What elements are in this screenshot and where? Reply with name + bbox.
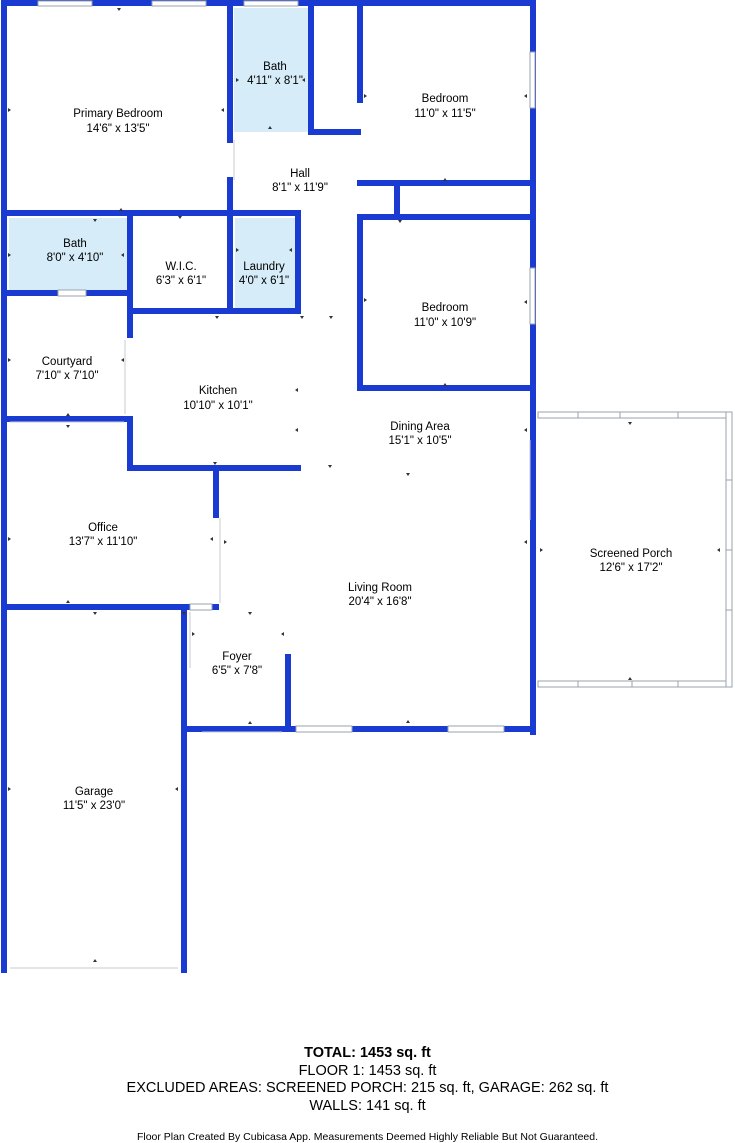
windows bbox=[37, 0, 536, 733]
room-dims: 11'0" x 11'5" bbox=[414, 108, 475, 120]
room-name: Bedroom bbox=[422, 302, 469, 314]
opening-lines bbox=[10, 140, 531, 969]
walls-area: WALLS: 141 sq. ft bbox=[309, 1097, 426, 1114]
room-name: Foyer bbox=[222, 651, 252, 663]
tick-marks bbox=[8, 8, 720, 962]
excluded-areas: EXCLUDED AREAS: SCREENED PORCH: 215 sq. … bbox=[126, 1080, 609, 1096]
room-dims: 14'6" x 13'5" bbox=[86, 123, 149, 135]
window bbox=[529, 51, 536, 109]
bath-lower-fill bbox=[9, 218, 129, 292]
bath-fills bbox=[9, 8, 308, 310]
room-labels: Primary Bedroom 14'6" x 13'5" Bath 4'11"… bbox=[35, 61, 672, 812]
room-name: Screened Porch bbox=[590, 548, 672, 560]
total-area: TOTAL: 1453 sq. ft bbox=[304, 1045, 431, 1061]
laundry-fill bbox=[235, 218, 295, 310]
room-dims: 13'7" x 11'10" bbox=[69, 536, 138, 548]
disclaimer: Floor Plan Created By Cubicasa App. Meas… bbox=[136, 1131, 599, 1143]
window bbox=[243, 0, 299, 7]
room-name: Kitchen bbox=[199, 385, 237, 397]
room-name: Dining Area bbox=[390, 421, 450, 433]
room-dims: 20'4" x 16'8" bbox=[348, 596, 411, 608]
window bbox=[447, 725, 505, 733]
room-dims: 11'0" x 10'9" bbox=[414, 317, 476, 329]
area-summary: TOTAL: 1453 sq. ft FLOOR 1: 1453 sq. ft … bbox=[0, 1045, 735, 1115]
screened-porch-outline bbox=[537, 411, 733, 688]
room-name: Primary Bedroom bbox=[73, 108, 162, 120]
room-dims: 7'10" x 7'10" bbox=[35, 370, 98, 382]
room-name: Living Room bbox=[348, 582, 412, 594]
room-dims: 15'1" x 10'5" bbox=[388, 435, 451, 447]
room-dims: 6'3" x 6'1" bbox=[156, 275, 206, 287]
room-dims: 11'5" x 23'0" bbox=[63, 800, 125, 812]
room-dims: 8'1" x 11'9" bbox=[272, 182, 328, 194]
room-dims: 8'0" x 4'10" bbox=[47, 252, 104, 264]
window bbox=[57, 289, 87, 297]
floor-plan: Primary Bedroom 14'6" x 13'5" Bath 4'11"… bbox=[1, 0, 733, 973]
walls bbox=[1, 0, 536, 973]
room-name: W.I.C. bbox=[165, 261, 196, 273]
room-name: Garage bbox=[75, 786, 113, 798]
window bbox=[37, 0, 93, 7]
bath-upper-fill bbox=[234, 8, 308, 132]
room-name: Hall bbox=[290, 168, 310, 180]
floor-area: FLOOR 1: 1453 sq. ft bbox=[298, 1062, 437, 1079]
room-name: Bath bbox=[63, 238, 87, 250]
window bbox=[151, 0, 207, 7]
room-dims: 4'0" x 6'1" bbox=[239, 275, 289, 287]
window bbox=[189, 603, 213, 611]
room-dims: 4'11" x 8'1" bbox=[247, 75, 303, 87]
room-name: Laundry bbox=[243, 261, 285, 273]
room-name: Office bbox=[88, 522, 118, 534]
room-name: Courtyard bbox=[42, 356, 93, 368]
window bbox=[295, 725, 353, 733]
room-name: Bedroom bbox=[422, 93, 469, 105]
room-dims: 12'6" x 17'2" bbox=[599, 562, 662, 574]
room-name: Bath bbox=[263, 61, 287, 73]
room-dims: 10'10" x 10'1" bbox=[183, 400, 252, 412]
window bbox=[529, 267, 536, 325]
room-dims: 6'5" x 7'8" bbox=[212, 665, 262, 677]
